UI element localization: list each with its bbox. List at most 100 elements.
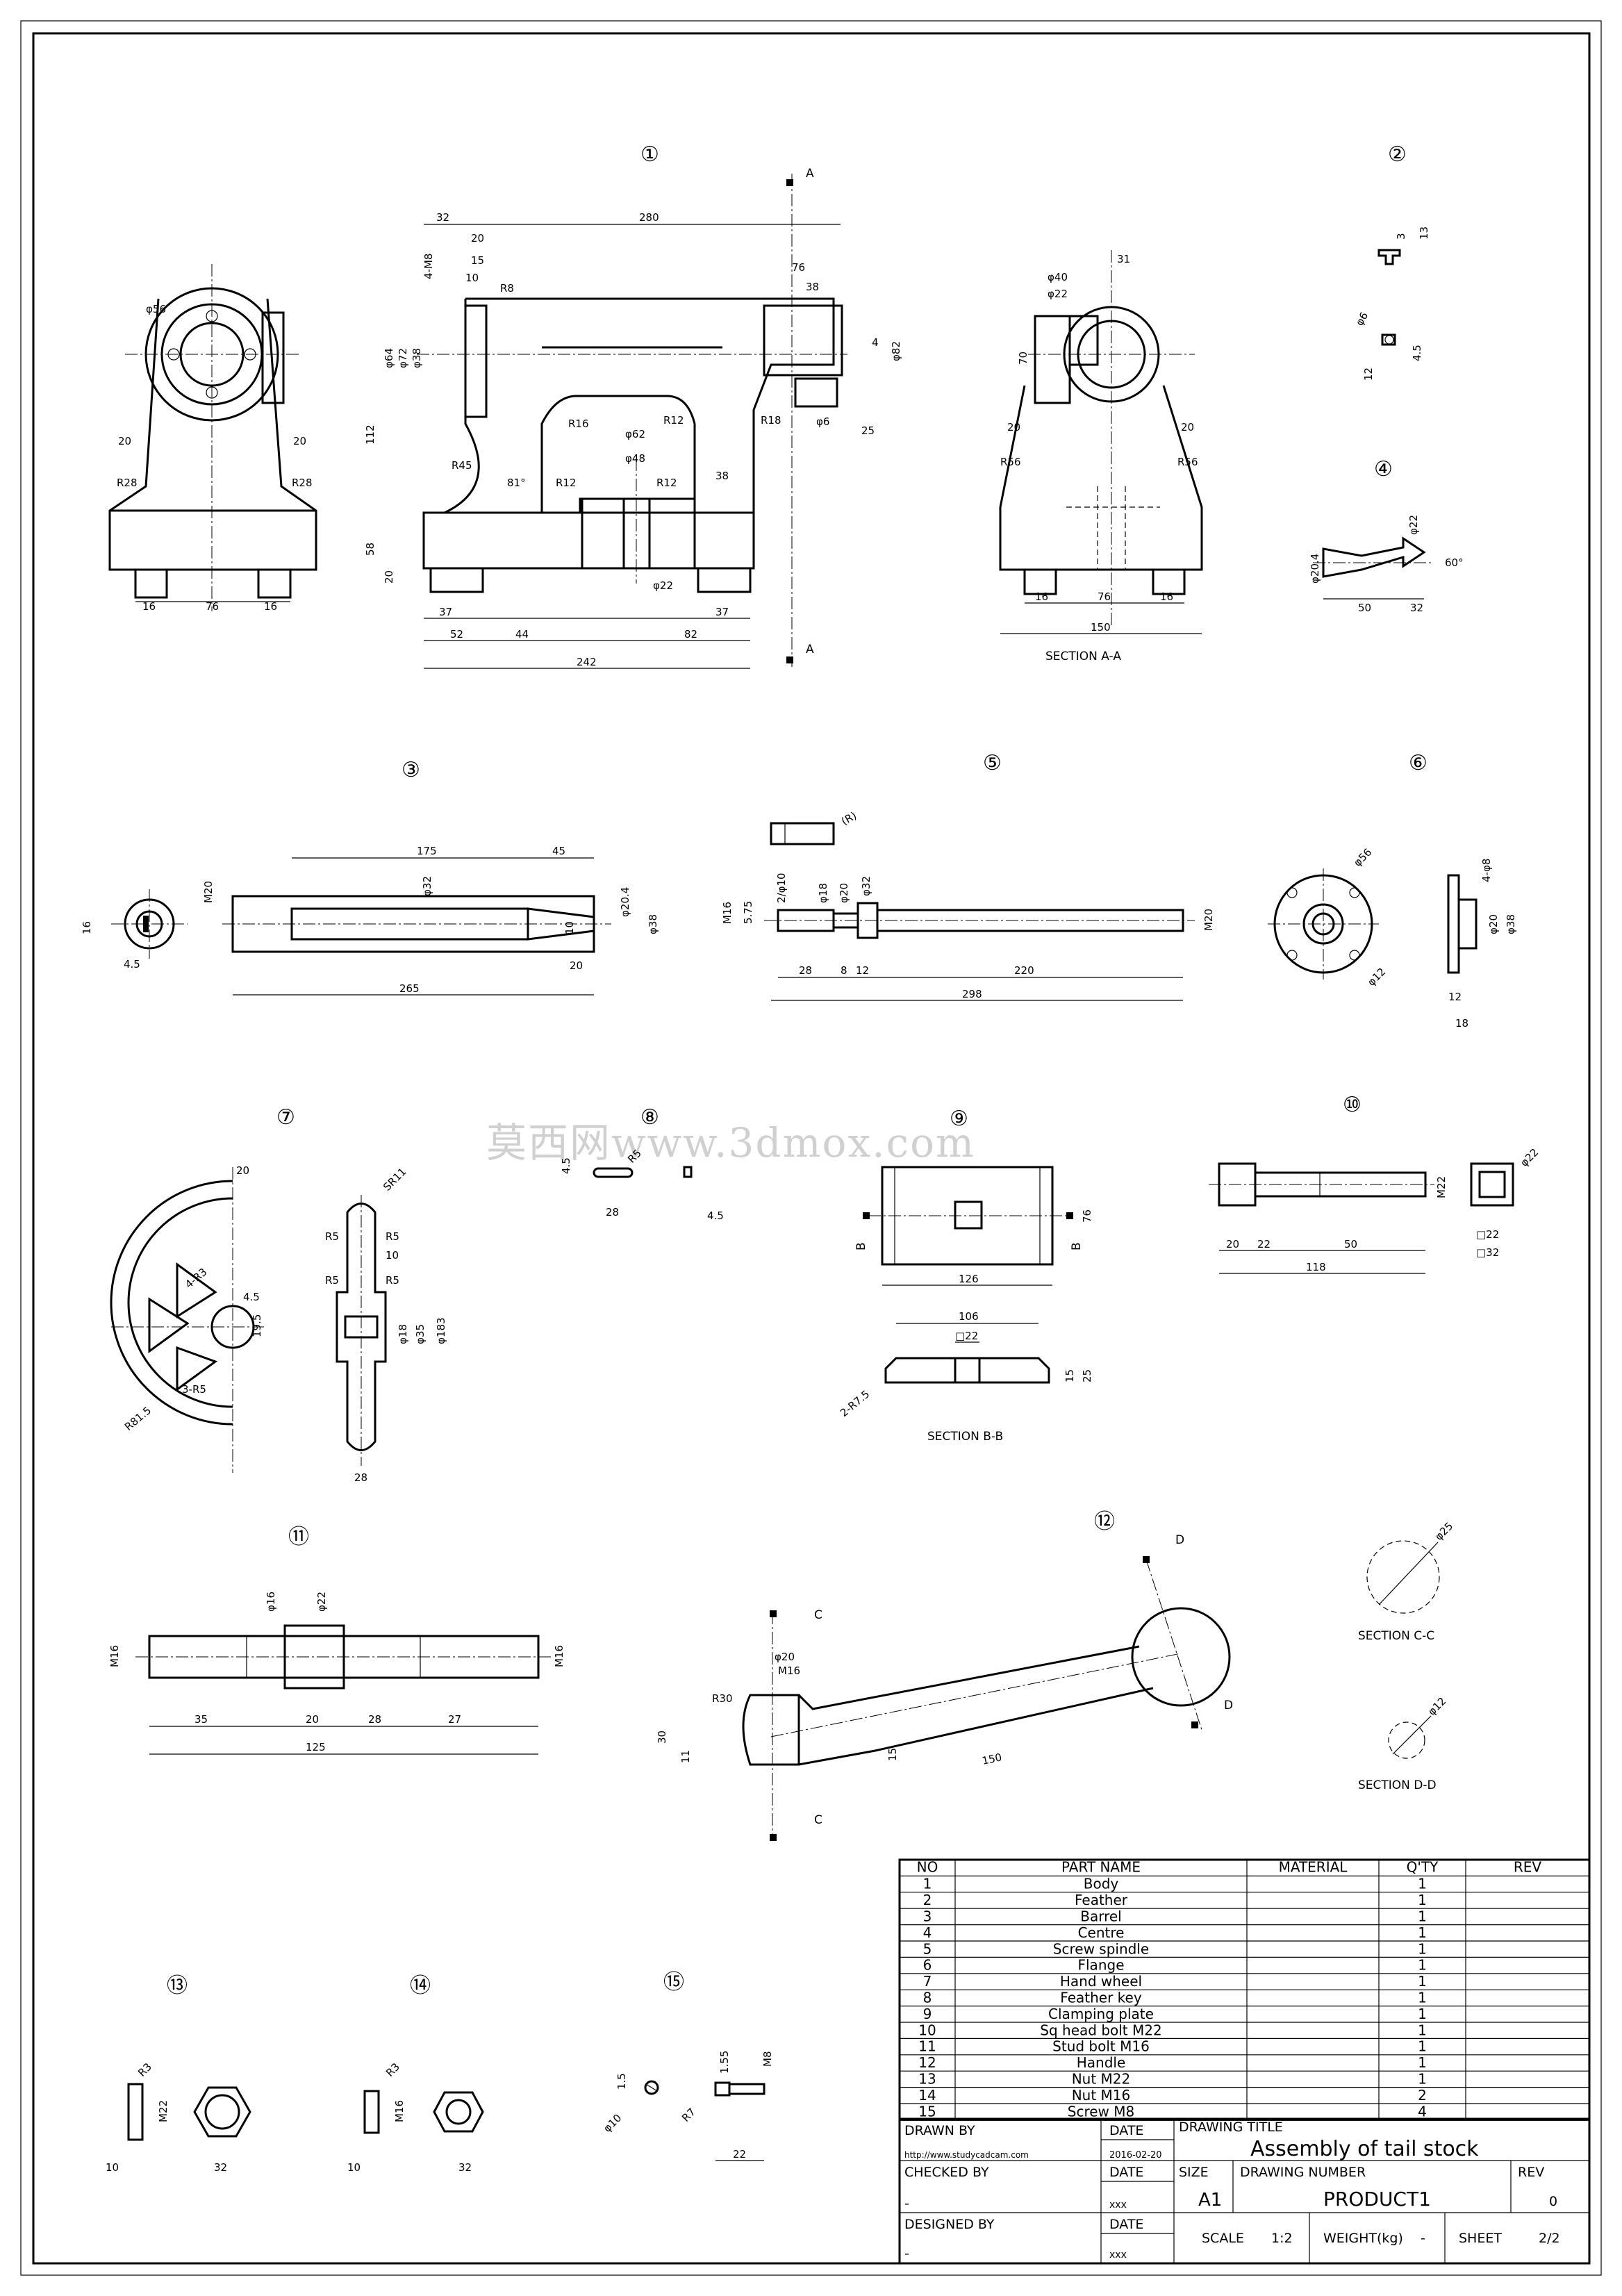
svg-text:12: 12 — [856, 964, 869, 977]
svg-text:126: 126 — [959, 1273, 979, 1285]
svg-text:DATE: DATE — [1109, 2217, 1143, 2232]
svg-text:13: 13 — [1418, 226, 1430, 240]
svg-text:50: 50 — [1344, 1238, 1357, 1250]
svg-text:φ16: φ16 — [265, 1592, 277, 1612]
drawing-title: Assembly of tail stock — [1250, 2137, 1479, 2161]
svg-text:φ22: φ22 — [315, 1592, 328, 1612]
svg-text:5.75: 5.75 — [742, 901, 754, 924]
svg-text:SECTION A-A: SECTION A-A — [1045, 650, 1121, 663]
svg-text:φ20: φ20 — [775, 1651, 795, 1663]
svg-text:⑫: ⑫ — [1094, 1510, 1115, 1534]
svg-text:R28: R28 — [117, 477, 138, 489]
svg-text:M8: M8 — [761, 2051, 774, 2067]
svg-text:R30: R30 — [712, 1692, 733, 1705]
svg-text:4-φ8: 4-φ8 — [1480, 859, 1493, 882]
svg-text:20: 20 — [236, 1164, 249, 1177]
svg-text:SECTION C-C: SECTION C-C — [1358, 1629, 1434, 1643]
svg-text:φ22: φ22 — [1518, 1146, 1541, 1169]
bom-cell-qty: 1 — [1418, 1973, 1427, 1990]
svg-text:4.5: 4.5 — [124, 958, 140, 971]
svg-text:R3: R3 — [383, 2060, 402, 2079]
svg-text:φ72: φ72 — [397, 348, 409, 368]
svg-text:20: 20 — [306, 1713, 319, 1726]
body-front-view: A A 280 32 20 15 10 4-M8 R8 76 38 4 φ82 … — [364, 167, 902, 669]
svg-text:4-M8: 4-M8 — [422, 254, 435, 279]
part-6-flange: ⑥ φ56 φ12 4-φ8 φ20 φ38 12 18 — [1268, 751, 1517, 1030]
svg-text:60°: 60° — [1445, 556, 1464, 569]
drawn-by-label: DRAWN BY — [904, 2123, 975, 2138]
svg-text:4: 4 — [872, 336, 879, 349]
svg-text:φ56: φ56 — [146, 303, 166, 315]
svg-text:2/2: 2/2 — [1539, 2231, 1560, 2246]
svg-text:10: 10 — [563, 921, 576, 934]
svg-text:125: 125 — [306, 1741, 326, 1753]
bom-cell-qty: 1 — [1418, 1908, 1427, 1924]
bom-cell-name: Screw M8 — [1068, 2103, 1134, 2120]
svg-text:M16: M16 — [393, 2100, 406, 2122]
svg-text:φ32: φ32 — [860, 876, 872, 896]
svg-text:B: B — [854, 1242, 868, 1250]
bom-cell-no: 6 — [923, 1957, 932, 1974]
svg-text:32: 32 — [458, 2161, 472, 2174]
svg-text:φ40: φ40 — [1048, 271, 1068, 283]
svg-text:R12: R12 — [663, 414, 684, 427]
bom-header-1: PART NAME — [1061, 1859, 1141, 1876]
bom-cell-qty: 2 — [1418, 2087, 1427, 2104]
svg-text:38: 38 — [806, 281, 819, 293]
svg-text:R18: R18 — [761, 414, 781, 427]
svg-text:φ18: φ18 — [817, 883, 829, 903]
svg-text:R56: R56 — [1177, 456, 1198, 468]
bom-cell-qty: 1 — [1418, 2022, 1427, 2038]
svg-text:DESIGNED BY: DESIGNED BY — [904, 2217, 995, 2232]
bom-cell-name: Screw spindle — [1053, 1940, 1149, 1957]
svg-text:A: A — [806, 643, 814, 656]
bom-cell-qty: 1 — [1418, 1924, 1427, 1941]
svg-text:220: 220 — [1014, 964, 1034, 977]
bom-cell-name: Hand wheel — [1060, 1973, 1142, 1990]
svg-text:4.5: 4.5 — [1411, 345, 1423, 361]
svg-text:R5: R5 — [386, 1230, 399, 1243]
svg-text:32: 32 — [436, 211, 449, 224]
svg-text:0: 0 — [1549, 2194, 1557, 2209]
svg-text:16: 16 — [1035, 590, 1048, 603]
part-15-screw-m8: ⑮ 1.5 φ10 1.55 M8 R7 22 — [601, 1970, 774, 2161]
inner-border — [32, 32, 1591, 2265]
svg-text:φ38: φ38 — [1505, 914, 1517, 934]
svg-text:②: ② — [1388, 142, 1407, 167]
bom-cell-qty: 1 — [1418, 2070, 1427, 2087]
bom-header-2: MATERIAL — [1279, 1859, 1348, 1876]
bom-cell-no: 4 — [923, 1924, 932, 1941]
bom-cell-qty: 1 — [1418, 2038, 1427, 2055]
svg-text:150: 150 — [1091, 621, 1111, 634]
svg-text:15: 15 — [1064, 1369, 1076, 1382]
svg-text:25: 25 — [861, 424, 875, 437]
bom-cell-qty: 1 — [1418, 1876, 1427, 1892]
svg-text:44: 44 — [515, 628, 529, 641]
svg-text:⑪: ⑪ — [288, 1525, 309, 1549]
svg-text:11: 11 — [679, 1750, 692, 1763]
svg-text:R5: R5 — [325, 1274, 339, 1287]
svg-text:2-R7.5: 2-R7.5 — [838, 1388, 872, 1419]
svg-text:150: 150 — [981, 1751, 1003, 1767]
svg-text:4-R3: 4-R3 — [183, 1266, 209, 1291]
svg-text:2016-02-20: 2016-02-20 — [1109, 2150, 1162, 2161]
bom-cell-no: 15 — [918, 2103, 936, 2120]
svg-text:37: 37 — [439, 606, 452, 618]
svg-text:76: 76 — [206, 600, 219, 613]
svg-text:φ183: φ183 — [435, 1317, 447, 1344]
part-12-handle: ⑫ C C D D φ20 M16 R30 30 11 15 150 φ25 S… — [656, 1510, 1455, 1841]
bom-cell-no: 10 — [918, 2022, 936, 2038]
bom-cell-name: Clamping plate — [1048, 2006, 1154, 2022]
svg-text:25: 25 — [1081, 1369, 1093, 1382]
svg-text:82: 82 — [684, 628, 697, 641]
svg-text:4.5: 4.5 — [560, 1157, 572, 1174]
bom-cell-name: Centre — [1078, 1924, 1125, 1941]
svg-text:-: - — [904, 2246, 909, 2261]
